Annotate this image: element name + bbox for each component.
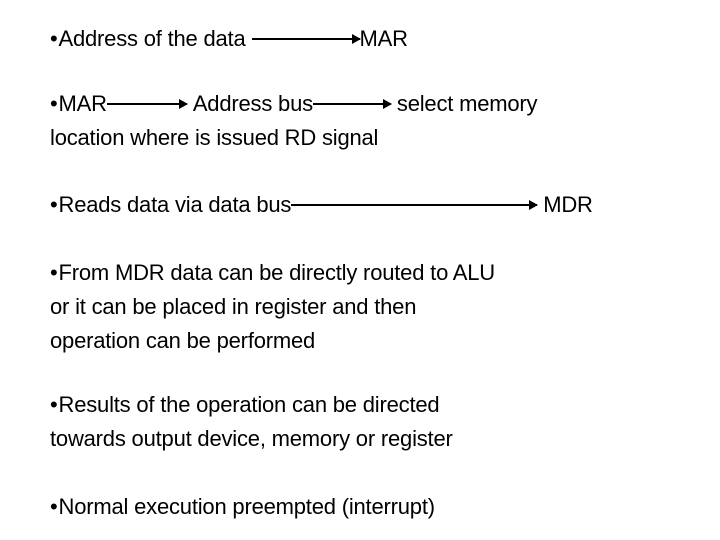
right-arrow-icon [251,33,361,44]
bullet-line: •From MDR data can be directly routed to… [50,256,710,290]
bullet-item-normal-execution-preempted: •Normal execution preempted (interrupt) [50,490,710,524]
arrow-head [351,33,361,44]
arrow-shaft [312,102,391,105]
bullet-item-results-of-operation: •Results of the operation can be directe… [50,388,710,456]
bullet-marker-icon: • [50,494,58,519]
bullet-text: Address bus [192,91,313,116]
bullet-line: •Address of the data MAR [50,22,710,56]
bullet-marker-icon: • [50,392,58,417]
bullet-marker-icon: • [50,260,58,285]
right-arrow-icon [312,98,392,109]
bullet-line: •MAR Address bus select memory [50,87,710,121]
bullet-item-reads-data-via-data-bus: •Reads data via data bus MDR [50,188,710,222]
bullet-line: •Reads data via data bus MDR [50,188,710,222]
arrow-head [382,98,392,109]
bullet-continuation-line: location where is issued RD signal [50,125,379,150]
bullet-continuation-line: or it can be placed in register and then [50,294,417,319]
bullet-text: Results of the operation can be directed [58,392,440,417]
bullet-marker-icon: • [50,91,58,116]
bullet-line: •Results of the operation can be directe… [50,388,710,422]
right-arrow-icon [106,98,188,109]
arrow-shaft [106,102,187,105]
bullet-item-from-mdr-routed-to-alu: •From MDR data can be directly routed to… [50,256,710,358]
bullet-text: select memory [396,91,538,116]
arrow-head [529,199,539,210]
bullet-text: MDR [543,192,593,217]
bullet-text: Address of the data [58,26,246,51]
bullet-continuation-line: operation can be performed [50,328,316,353]
bullet-marker-icon: • [50,26,58,51]
bullet-text: Normal execution preempted (interrupt) [58,494,436,519]
bullet-line: •Normal execution preempted (interrupt) [50,490,710,524]
bullet-continuation-line: towards output device, memory or registe… [50,426,453,451]
arrow-head [178,98,188,109]
right-arrow-icon [291,199,539,210]
bullet-text: Reads data via data bus [58,192,292,217]
bullet-item-address-of-data: •Address of the data MAR [50,22,710,56]
arrow-shaft [291,203,538,206]
bullet-text: From MDR data can be directly routed to … [58,260,496,285]
bullet-text: MAR [58,91,107,116]
arrow-shaft [251,37,360,40]
bullet-item-mar-address-bus: •MAR Address bus select memory location whe… [50,87,710,155]
bullet-marker-icon: • [50,192,58,217]
bullet-text: MAR [359,26,408,51]
